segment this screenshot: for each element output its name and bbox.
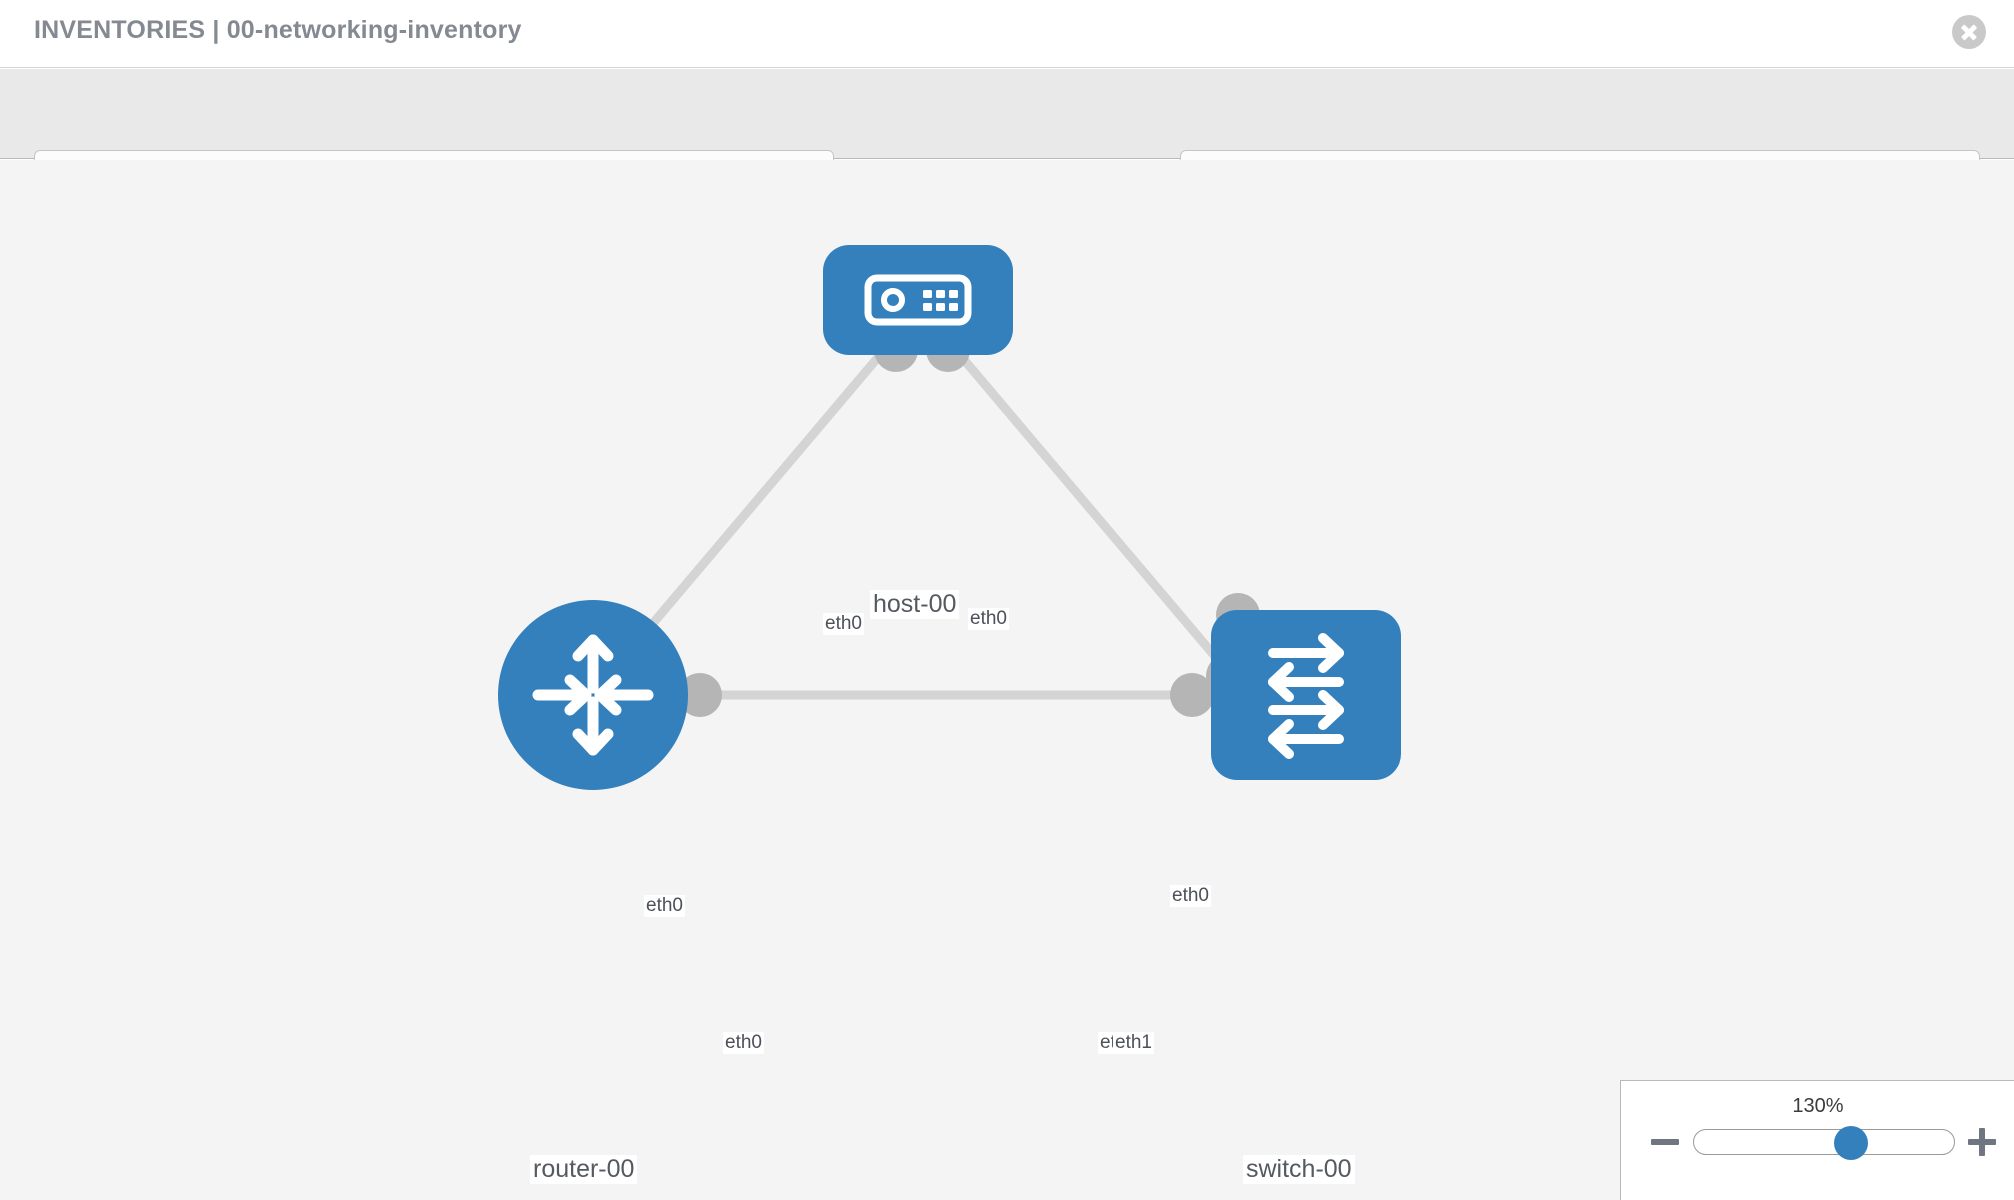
iface-label: eth0 (723, 1032, 764, 1054)
router-node-shape (498, 600, 688, 790)
topology-node-host-00[interactable] (823, 245, 1013, 355)
iface-label: eth0 (823, 613, 864, 635)
page-title: INVENTORIES | 00-networking-inventory (34, 16, 522, 44)
node-label-switch-00: switch-00 (1243, 1155, 1355, 1184)
link-host-switch (956, 352, 1239, 683)
switch-node-shape (1211, 610, 1401, 780)
connector-dots (590, 328, 1260, 717)
iface-label: eth0 (968, 608, 1009, 630)
toolbar: ACTIONS SEARCH (0, 69, 2014, 202)
zoom-slider-thumb[interactable] (1834, 1126, 1868, 1160)
topology-graph: host-00 (0, 160, 2014, 1200)
iface-label: eth0 (644, 895, 685, 917)
zoom-slider-track[interactable] (1693, 1126, 1955, 1160)
topology-canvas[interactable]: host-00 (0, 160, 2014, 1200)
zoom-out-button[interactable] (1651, 1128, 1679, 1156)
close-icon[interactable] (1952, 15, 1986, 49)
node-label-host-00: host-00 (870, 590, 960, 619)
iface-label: eth1 (1113, 1032, 1154, 1054)
page-header: INVENTORIES | 00-networking-inventory (0, 0, 2014, 68)
zoom-control-panel: 130% (1620, 1080, 2014, 1200)
zoom-in-button[interactable] (1968, 1128, 1996, 1156)
topology-node-router-00[interactable] (498, 600, 688, 790)
topology-node-switch-00[interactable] (1211, 610, 1401, 780)
host-node-shape (823, 245, 1013, 355)
zoom-level-value: 130% (1792, 1095, 1844, 1117)
node-label-router-00: router-00 (530, 1155, 638, 1184)
iface-label: eth0 (1170, 885, 1211, 907)
